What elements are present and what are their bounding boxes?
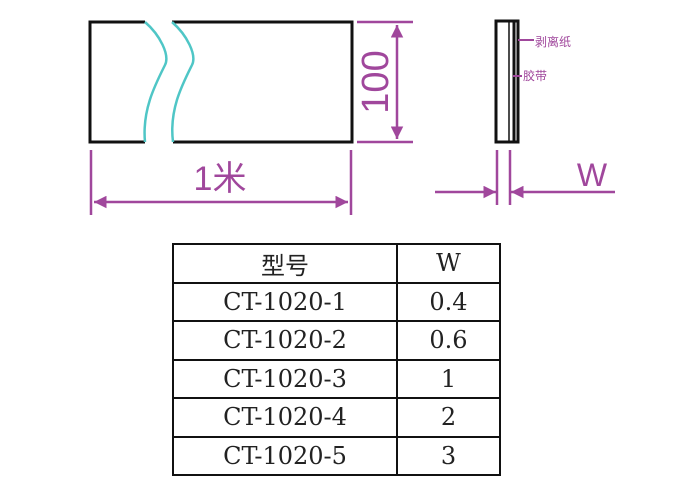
header-model: 型号 <box>172 243 398 284</box>
width-label: 100 <box>355 50 397 113</box>
w-cell: 0.6 <box>396 320 501 361</box>
break-lines <box>143 21 195 143</box>
model-cell: CT-1020-1 <box>172 281 398 322</box>
layer-leaders <box>513 39 534 77</box>
length-label: 1米 <box>194 160 247 198</box>
width-dimension <box>357 20 413 144</box>
model-cell: CT-1020-5 <box>172 435 398 476</box>
adhesive-label: 胶带 <box>523 68 547 83</box>
model-cell: CT-1020-4 <box>172 397 398 438</box>
thickness-dimension <box>435 150 615 205</box>
dimension-drawing: 100 1米 剥离纸 胶带 W <box>88 19 615 215</box>
tape-top-view <box>88 20 354 144</box>
model-cell: CT-1020-3 <box>172 358 398 399</box>
length-dimension <box>89 150 353 215</box>
w-cell: 0.4 <box>396 281 501 322</box>
tape-side-view <box>494 19 520 144</box>
release-paper-label: 剥离纸 <box>535 34 571 49</box>
w-cell: 2 <box>396 397 501 438</box>
w-cell: 1 <box>396 358 501 399</box>
header-w: W <box>396 243 501 284</box>
w-cell: 3 <box>396 435 501 476</box>
table-header: 型号 W <box>172 243 501 284</box>
thickness-label: W <box>577 157 608 193</box>
model-cell: CT-1020-2 <box>172 320 398 361</box>
